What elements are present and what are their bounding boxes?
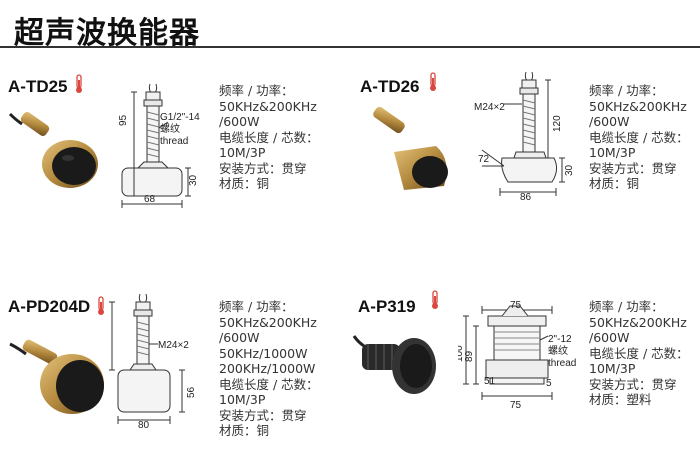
spec-line: /600W: [589, 330, 630, 345]
spec-list-a-td26: 频率 / 功率： 50KHz&200KHz /600W 电缆长度 / 芯数： 1…: [589, 83, 689, 192]
spec-line: 材质：塑料: [589, 392, 652, 407]
spec-line: 材质：铜: [589, 176, 640, 191]
spec-line: 50KHz&200KHz: [219, 314, 317, 330]
dim-base-height: 30: [564, 164, 575, 176]
spec-line: 频率 / 功率：: [219, 299, 294, 314]
dim-height: 95: [118, 114, 129, 126]
spec-line: 安装方式：贯穿: [589, 160, 677, 176]
dim-mid-height: 89: [464, 350, 475, 362]
thermometer-icon: [432, 290, 438, 309]
spec-line: /600W: [589, 114, 630, 129]
dim-width: 86: [520, 192, 532, 203]
spec-line: 50KHz&200KHz: [589, 314, 687, 330]
dim-angle: 72: [478, 154, 490, 165]
product-photo-a-td26: [373, 106, 448, 190]
dimension-drawing-a-td25: 95 30 68 G1/2"-14 螺纹 thread: [118, 83, 200, 208]
spec-line: 50KHz/1000W: [219, 345, 308, 361]
thermometer-icon: [430, 72, 436, 91]
page-title: 超声波换能器: [14, 16, 200, 51]
thread-label-cn: 螺纹: [160, 122, 180, 135]
spec-line: 10M/3P: [219, 392, 266, 407]
dimension-drawing-a-pd204d: 115 M24×2 56 80: [104, 293, 197, 431]
title-divider: [0, 46, 700, 48]
dim-small-height: 5: [546, 378, 552, 389]
thread-label-cn: 螺纹: [548, 344, 568, 357]
spec-line: 频率 / 功率：: [589, 299, 664, 314]
thread-label: G1/2"-14: [160, 112, 200, 123]
thermometer-icon: [76, 74, 82, 93]
dim-width: 68: [144, 194, 156, 205]
spec-line: 10M/3P: [589, 145, 636, 160]
product-photo-a-pd204d: [9, 339, 104, 414]
spec-line: 频率 / 功率：: [589, 83, 664, 98]
dim-base-height: 30: [188, 174, 199, 186]
dim-width: 80: [138, 420, 150, 431]
spec-list-a-pd204d: 频率 / 功率： 50KHz&200KHz /600W 50KHz/1000W …: [219, 299, 319, 439]
dim-total-height: 100: [458, 345, 465, 362]
spec-line: 电缆长度 / 芯数：: [219, 376, 319, 392]
spec-line: 安装方式：贯穿: [219, 407, 307, 423]
spec-line: /600W: [219, 330, 260, 345]
spec-line: /600W: [219, 114, 260, 129]
thread-label: M24×2: [158, 340, 189, 351]
spec-line: 200KHz/1000W: [219, 361, 316, 376]
spec-line: 材质：铜: [219, 176, 270, 191]
spec-line: 安装方式：贯穿: [219, 160, 307, 176]
dimension-drawing-a-td26: M24×2 120 30 86 72: [474, 71, 575, 203]
product-photo-a-p319: [352, 335, 436, 394]
spec-line: 频率 / 功率：: [219, 83, 294, 98]
dim-base-height: 56: [186, 386, 197, 398]
dim-height: 115: [104, 328, 107, 344]
spec-line: 电缆长度 / 芯数：: [589, 129, 689, 145]
dim-top-width: 75: [510, 300, 522, 311]
thermometer-icon: [98, 296, 104, 315]
thread-label: 2"-12: [548, 334, 572, 345]
model-label-a-td25: A-TD25: [8, 77, 68, 96]
thread-label-en: thread: [160, 136, 188, 147]
dim-low-height: 51: [484, 376, 496, 387]
spec-line: 材质：铜: [219, 423, 270, 438]
spec-line: 电缆长度 / 芯数：: [589, 345, 689, 361]
spec-line: 50KHz&200KHz: [589, 98, 687, 114]
model-label-a-p319: A-P319: [358, 297, 416, 316]
model-label-a-td26: A-TD26: [360, 77, 420, 96]
product-photo-a-td25: [8, 112, 98, 188]
model-label-a-pd204d: A-PD204D: [8, 297, 91, 316]
dim-height: 120: [552, 115, 563, 132]
spec-line: 10M/3P: [589, 361, 636, 376]
spec-line: 50KHz&200KHz: [219, 98, 317, 114]
spec-line: 安装方式：贯穿: [589, 376, 677, 392]
thread-label-en: thread: [548, 358, 576, 369]
dimension-drawing-a-p319: 75 100 89 51 5 75 2"-12 螺纹 thread: [458, 300, 576, 411]
spec-list-a-p319: 频率 / 功率： 50KHz&200KHz /600W 电缆长度 / 芯数： 1…: [589, 299, 689, 408]
spec-line: 10M/3P: [219, 145, 266, 160]
spec-list-a-td25: 频率 / 功率： 50KHz&200KHz /600W 电缆长度 / 芯数： 1…: [219, 83, 319, 192]
spec-line: 电缆长度 / 芯数：: [219, 129, 319, 145]
dim-bottom-width: 75: [510, 400, 522, 411]
thread-label: M24×2: [474, 102, 505, 113]
